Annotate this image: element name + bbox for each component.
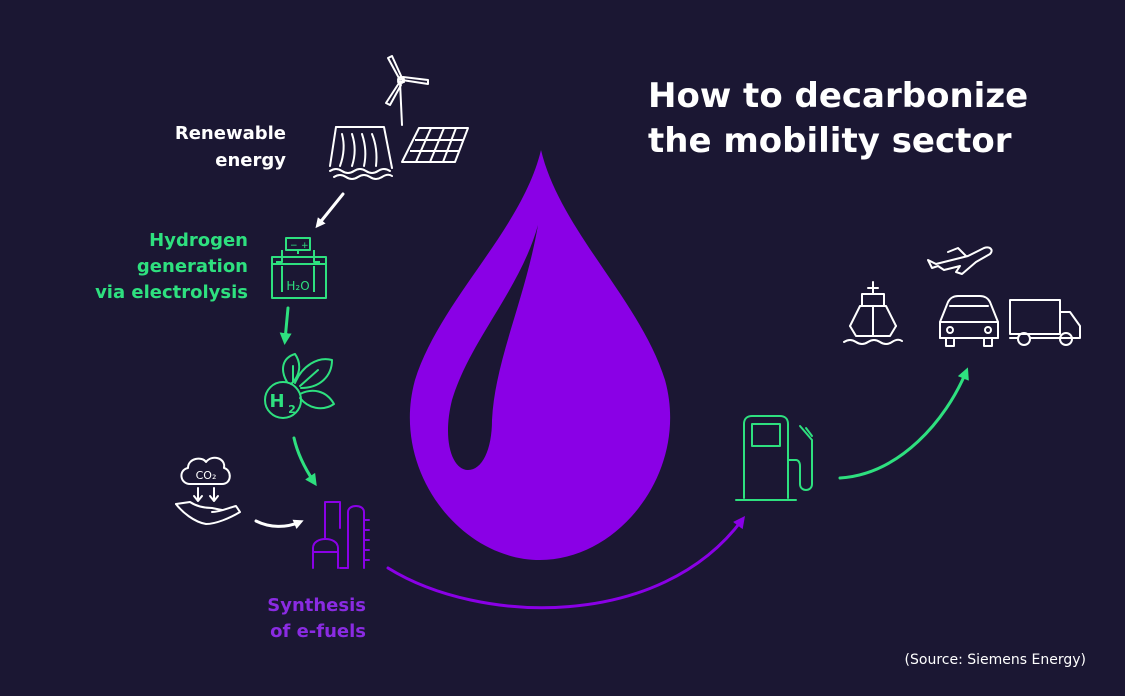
truck-icon [1009,299,1081,346]
solar-panel-icon [401,127,469,163]
electrolyzer-text: H₂O [286,279,309,293]
co2-text: CO₂ [196,469,217,482]
arrow-synthesis-to-pump [386,515,745,610]
renewable-energy-label: Renewable energy [174,123,286,171]
arrow-electrolysis-to-hydrogen [279,306,292,345]
ship-icon [843,281,903,345]
fuel-pump-icon [735,415,813,501]
synthesis-plant-icon [312,501,370,569]
arrow-renewable-to-hydrogen [315,192,345,229]
dam-icon [329,126,393,180]
arrow-co2-to-synthesis [254,519,304,529]
co2-capture-icon [175,456,241,525]
car-icon [939,295,999,347]
wind-turbine-icon [385,55,429,126]
arrow-hydrogen-to-synthesis [292,436,317,487]
fuel-drop-icon [409,150,671,560]
battery-minus-text: − [290,241,298,251]
electrolyzer-icon [271,237,327,299]
source-credit: (Source: Siemens Energy) [904,652,1086,668]
hydrogen-symbol: H [269,391,284,412]
synthesis-label: Synthesis of e-fuels [267,595,366,642]
arrow-pump-to-mobility [838,367,969,480]
page-title: How to decarbonize the mobility sector [648,76,1029,161]
battery-plus-text: + [301,241,309,251]
airplane-icon [927,246,993,275]
hydrogen-leaf-icon [264,353,335,419]
hydrogen-subscript: 2 [288,403,296,416]
hydrogen-generation-label: Hydrogen generation via electrolysis [95,230,248,303]
